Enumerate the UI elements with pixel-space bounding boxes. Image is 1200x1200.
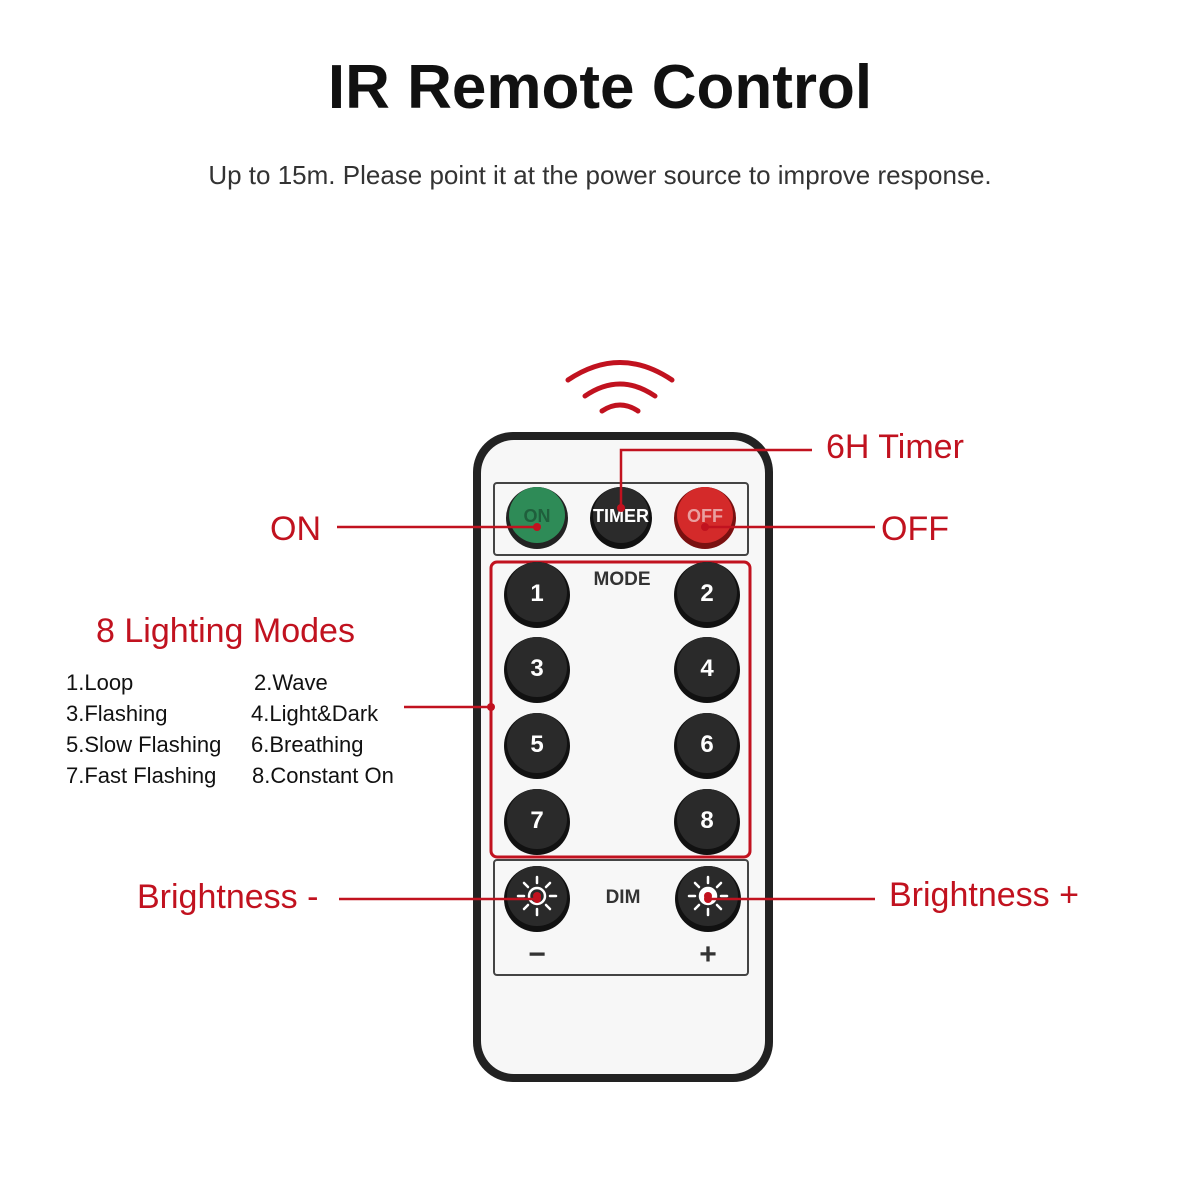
sun-icon [516, 875, 558, 917]
off-button[interactable]: OFF [674, 487, 736, 549]
mode-button-2[interactable]: 2 [674, 562, 740, 628]
modes-callout-title: 8 Lighting Modes [96, 612, 355, 650]
timer-callout-line [619, 448, 812, 508]
mode-list-item: 7.Fast Flashing [66, 763, 217, 788]
mode-button-8[interactable]: 8 [674, 789, 740, 855]
mode-button-7-label: 7 [530, 807, 543, 834]
callout-lines [337, 448, 875, 903]
sun-icon [687, 875, 729, 917]
on-callout-label: ON [270, 510, 321, 548]
mode-list-item: 1.Loop [66, 670, 134, 695]
timer-button[interactable]: TIMER [590, 487, 652, 549]
dim-panel [493, 859, 749, 976]
on-callout-dot [533, 523, 541, 531]
timer-callout-dot [617, 504, 625, 512]
mode-button-4-label: 4 [700, 655, 714, 682]
wireless-signal-icon [565, 360, 675, 414]
brightness-up-callout-label: Brightness + [889, 876, 1079, 914]
dim-label: DIM [606, 887, 641, 908]
mode-button-6-label: 6 [700, 731, 713, 758]
off-callout-dot [701, 523, 709, 531]
page-subtitle: Up to 15m. Please point it at the power … [208, 160, 992, 190]
mode-button-3-label: 3 [530, 655, 543, 682]
off-button-label: OFF [687, 506, 723, 526]
plus-label: + [699, 938, 717, 971]
timer-callout-label: 6H Timer [826, 428, 964, 466]
mode-button-5[interactable]: 5 [504, 713, 570, 779]
mode-button-1-label: 1 [530, 580, 543, 607]
mode-button-5-label: 5 [530, 731, 543, 758]
off-callout-label: OFF [881, 510, 949, 548]
brightness-down-callout-label: Brightness - [137, 878, 319, 916]
mode-button-2-label: 2 [700, 580, 713, 607]
mode-list-item: 4.Light&Dark [251, 701, 379, 726]
on-button[interactable]: ON [506, 487, 568, 549]
brightness-up-callout-dot [704, 895, 712, 903]
mode-button-6[interactable]: 6 [674, 713, 740, 779]
mode-list-item: 8.Constant On [252, 763, 394, 788]
brightness-down-callout-dot [533, 895, 541, 903]
on-button-label: ON [524, 506, 551, 526]
mode-button-8-label: 8 [700, 807, 713, 834]
timer-button-label: TIMER [593, 506, 649, 526]
modes-callout-dot [487, 703, 495, 711]
minus-label: − [528, 938, 546, 971]
mode-label: MODE [594, 569, 651, 590]
page-title: IR Remote Control [327, 53, 873, 122]
mode-button-1[interactable]: 1 [504, 562, 570, 628]
mode-list-item: 5.Slow Flashing [66, 732, 222, 757]
mode-list-item: 6.Breathing [251, 732, 364, 757]
mode-list-item: 3.Flashing [66, 701, 168, 726]
mode-button-7[interactable]: 7 [504, 789, 570, 855]
mode-list-item: 2.Wave [254, 670, 328, 695]
mode-button-4[interactable]: 4 [674, 637, 740, 703]
mode-button-3[interactable]: 3 [504, 637, 570, 703]
